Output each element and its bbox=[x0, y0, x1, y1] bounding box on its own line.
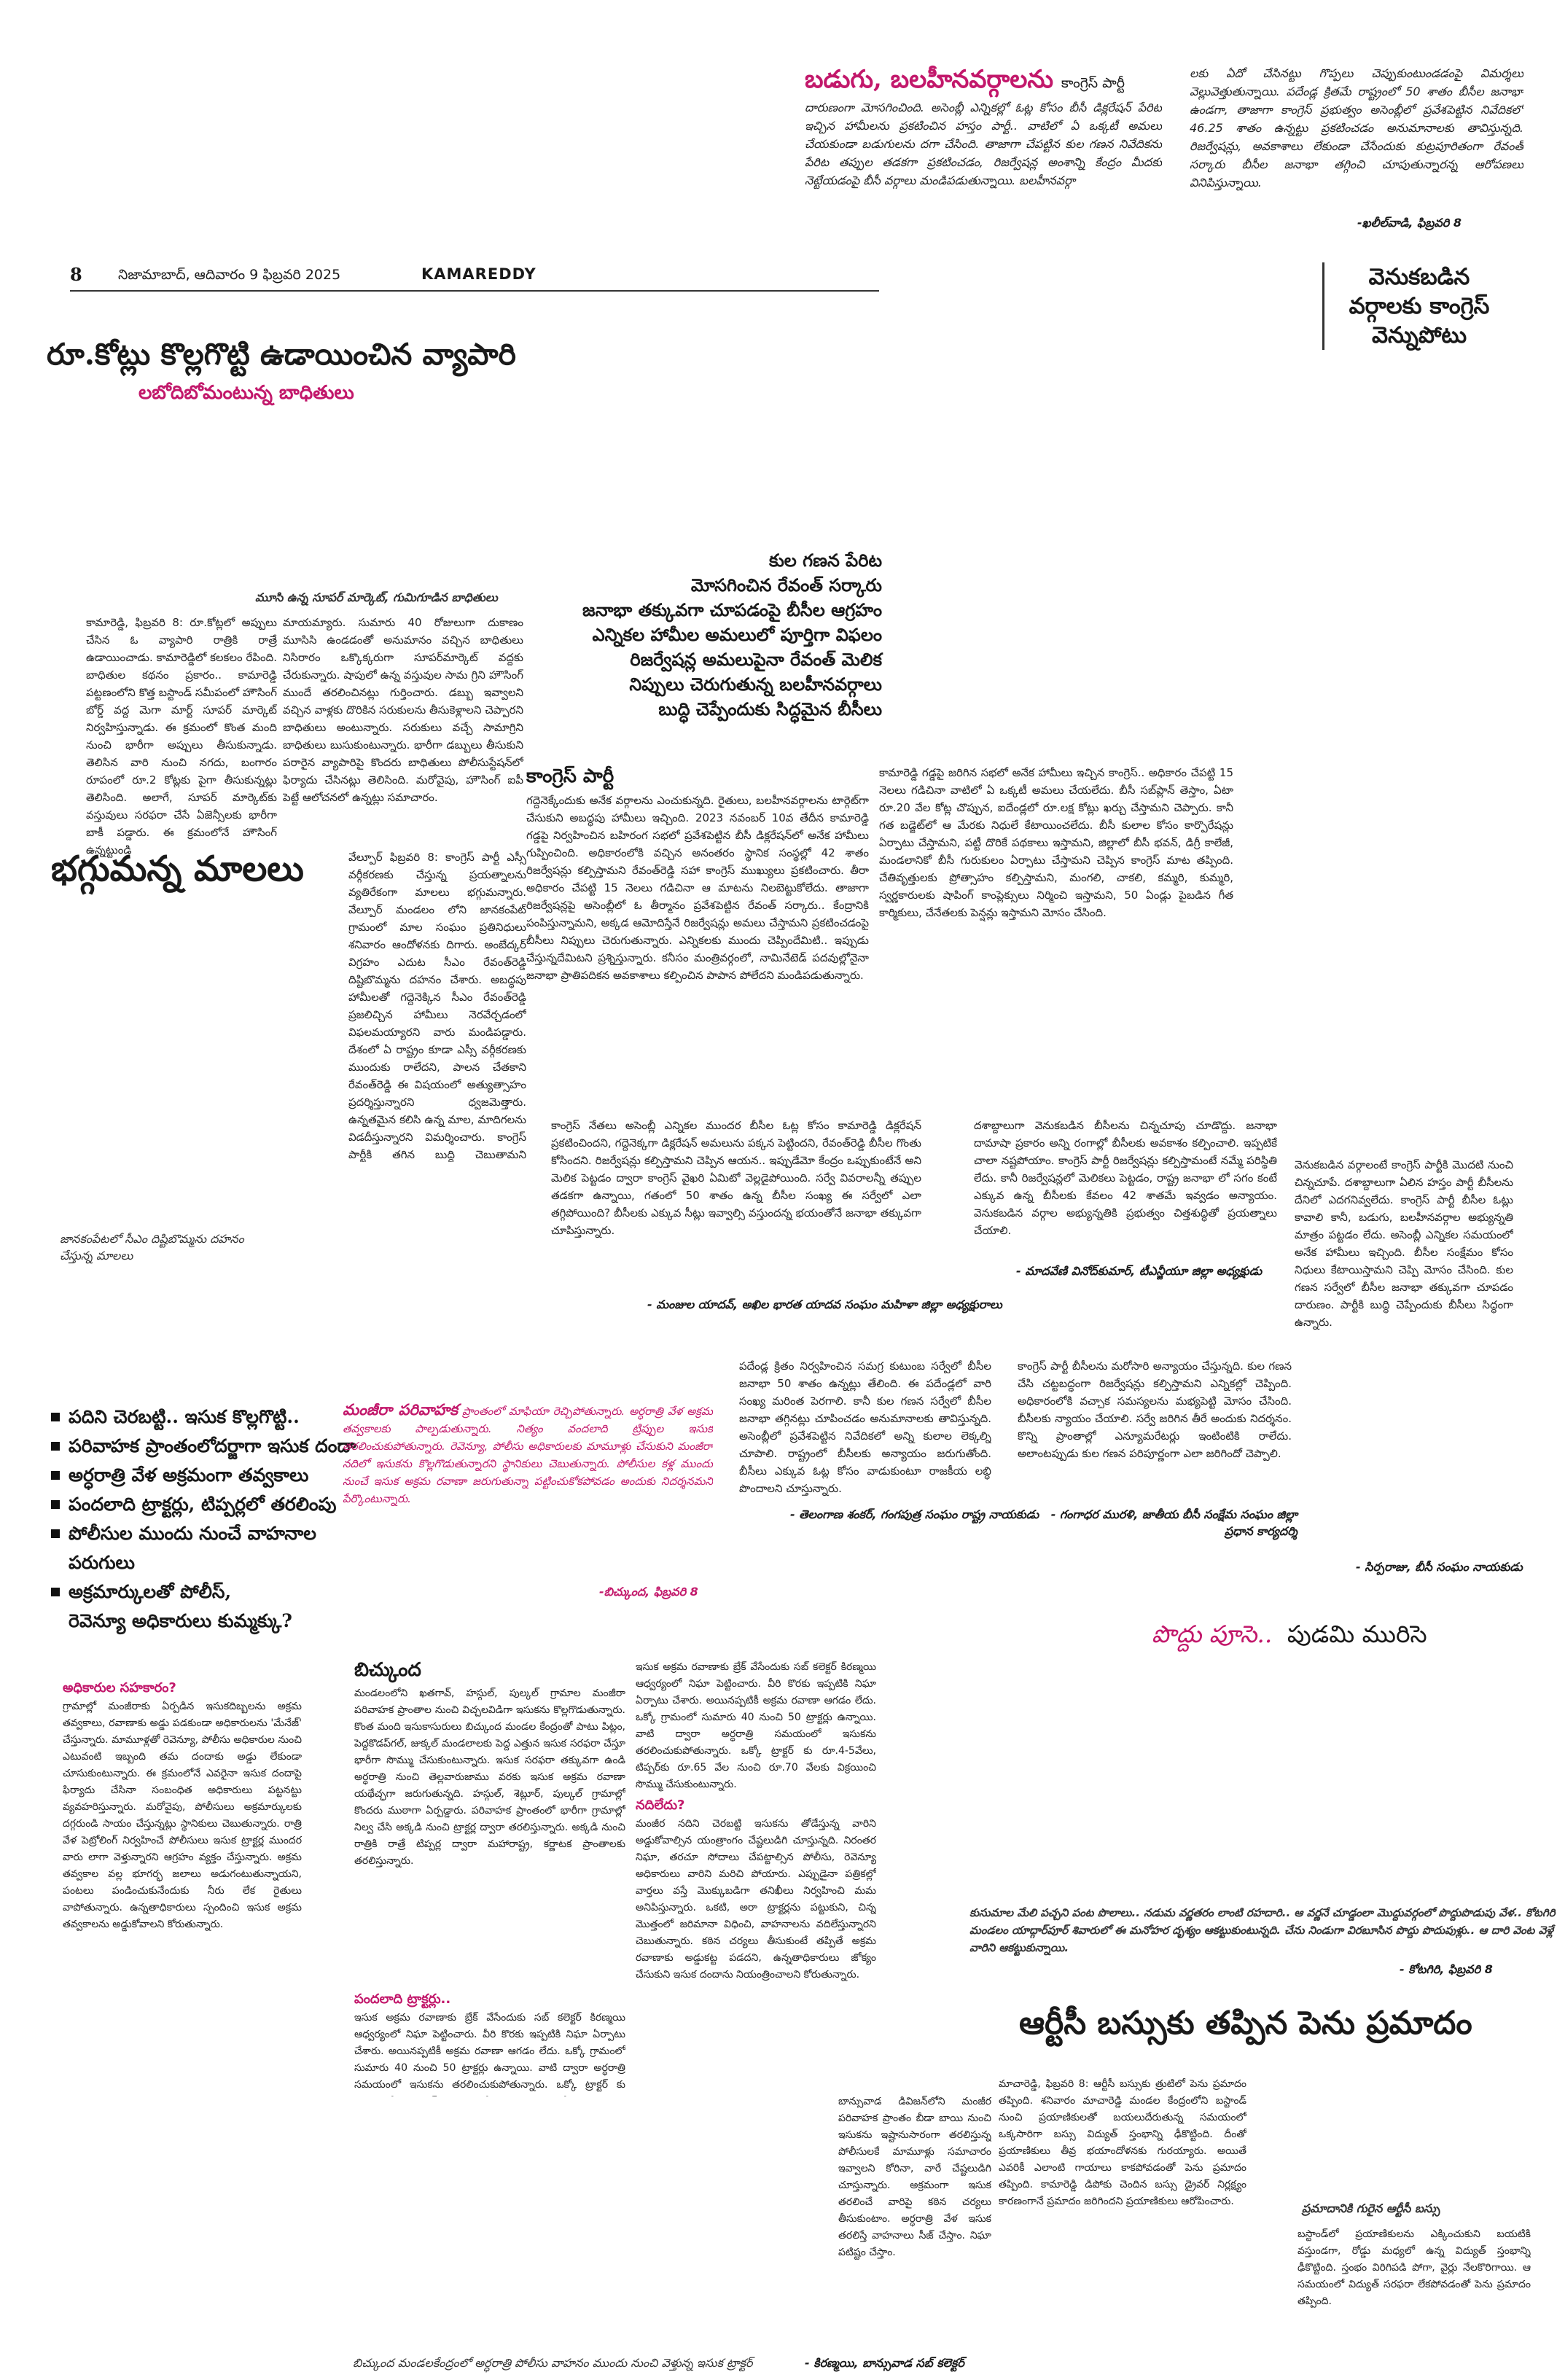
bullet-item: రెవెన్యూ అధికారులు కుమ్మక్కు? bbox=[69, 1610, 292, 1631]
kula-sub-7: బుద్ధి చెప్పేందుకు సిద్ధమైన బీసీలు bbox=[658, 698, 882, 719]
bus-byline: - కిరణ్మయి, బాన్సువాడ సబ్ కలెక్టర్ bbox=[805, 2356, 964, 2370]
quote-1-text: కాంగ్రెస్ నేతలు అసెంబ్లీ ఎన్నికల ముందర బ… bbox=[551, 1119, 921, 1237]
quote-4-text: కాంగ్రెస్ పార్టీ బీసీలను మరోసారి అన్యాయం… bbox=[1018, 1359, 1292, 1460]
sand-callout: మంజీరా పరివాహక ప్రాంతంలో మాఫియా రెచ్చిపో… bbox=[343, 1401, 713, 1583]
bus-headline: ఆర్టీసీ బస్సుకు తప్పిన పెను ప్రమాదం bbox=[1019, 2005, 1472, 2042]
kula-sub-4: ఎన్నికల హామీల అమలులో పూర్తిగా విఫలం bbox=[592, 624, 882, 645]
bus-col-b: బాన్సువాడ డివిజన్‌లోని మంజీర పరివాహక ప్ర… bbox=[838, 2096, 991, 2258]
photo-feature-title-rest: పుడమి మురిసె bbox=[1287, 1620, 1427, 1648]
top-story-col-a: దారుణంగా మోసగించింది. అసెంబ్లీ ఎన్నికల్ల… bbox=[805, 101, 1162, 187]
sand-sub1: అధికారుల సహకారం? గ్రామాల్లో మంజీరాకు ఏర్… bbox=[63, 1680, 302, 2063]
top-story-headline-rest: కాంగ్రెస్ పార్టీ bbox=[1061, 75, 1125, 91]
bullet-square-icon bbox=[51, 1500, 60, 1509]
page-number: 8 bbox=[70, 264, 82, 285]
sand-main-text: మండలంలోని ఖతగావ్, హస్గుల్, పుల్కల్ గ్రామ… bbox=[354, 1688, 625, 1867]
vyapari-headline: రూ.కోట్లు కొల్లగొట్టి ఉడాయించిన వ్యాపారి bbox=[47, 337, 516, 372]
bullet-square-icon bbox=[51, 1413, 60, 1421]
sand-sub1-text: గ్రామాల్లో మంజీరాకు ఏర్పడిన ఇసుకదిబ్బలను… bbox=[63, 1701, 302, 1930]
top-story: బడుగు, బలహీనవర్గాలను కాంగ్రెస్ పార్టీ దా… bbox=[805, 64, 1162, 251]
sand-callout-lead: మంజీరా పరివాహక bbox=[343, 1401, 458, 1419]
sand-sub3-title: నదిలేదు? bbox=[636, 1798, 685, 1813]
congress-col-b: కామారెడ్డి గడ్డపై జరిగిన సభలో అనేక హామీల… bbox=[879, 766, 1233, 919]
kula-sub-6: నిప్పులు చెరుగుతున్న బలహీనవర్గాలు bbox=[629, 674, 882, 695]
photo-feature-caption: కుసుమాల మేలి పచ్చని పంట పొలాలు.. నడుమ వర… bbox=[969, 1906, 1556, 1954]
kula-sub-1: కుల గణన పేరిట bbox=[768, 550, 882, 571]
photo-feature-title-pink: పొద్దు పూసె.. bbox=[1152, 1620, 1273, 1648]
vyapari-photo-caption: మూసి ఉన్న సూపర్ మార్కెట్, గుమిగూడిన బాధి… bbox=[255, 590, 498, 604]
side-heading-line-3: వెన్నుపోటు bbox=[1371, 322, 1467, 348]
malalu-body: వేల్పూర్ ఫిబ్రవరి 8: కాంగ్రెస్ పార్టీ ఎస… bbox=[348, 851, 526, 1161]
bullet-item: పందలాది ట్రాక్టర్లు, టిప్పర్లలో తరలింపు bbox=[51, 1490, 357, 1519]
section-name: KAMAREDDY bbox=[421, 265, 536, 283]
quote-3-text: పదేండ్ల క్రితం నిర్వహించిన సమగ్ర కుటుంబ … bbox=[739, 1359, 991, 1495]
top-story-byline: -ఖలీల్‌వాడి, ఫిబ్రవరి 8 bbox=[1357, 216, 1462, 230]
kula-sub-3: జనాభా తక్కువగా చూపడంపై బీసీల ఆగ్రహం bbox=[582, 599, 882, 620]
bullet-item: అర్ధరాత్రి వేళ అక్రమంగా తవ్వకాలు bbox=[51, 1461, 357, 1490]
quote-5-text: వెనుకబడిన వర్గాలంటే కాంగ్రెస్ పార్టీకి మ… bbox=[1295, 1158, 1513, 1329]
quote-4-byline: - గంగాధర మురళి, జాతీయ బీసీ సంక్షేమ సంఘం … bbox=[1050, 1507, 1298, 1538]
side-heading-line-2: వర్గాలకు కాంగ్రెస్ bbox=[1349, 293, 1490, 319]
vyapari-subheadline: లబోదిబోమంటున్న బాధితులు bbox=[138, 382, 354, 404]
sand-callout-text: ప్రాంతంలో మాఫియా రెచ్చిపోతున్నారు. అర్ధర… bbox=[343, 1405, 713, 1505]
quote-3-byline: - తెలంగాణ శంకర్, గంగపుత్ర సంఘం రాష్ట్ర న… bbox=[790, 1507, 1039, 1521]
kula-ganana-subheads: కుల గణన పేరిట మోసగించిన రేవంత్ సర్కారు జ… bbox=[525, 548, 882, 722]
sand-sub1-title: అధికారుల సహకారం? bbox=[63, 1680, 176, 1696]
kula-sub-5: రిజర్వేషన్ల అమలుపైనా రేవంత్ మెలిక bbox=[630, 649, 882, 670]
congress-lead: కాంగ్రెస్ పార్టీ bbox=[526, 765, 614, 787]
bullet-item: అక్రమార్కులతో పోలీస్, bbox=[51, 1577, 357, 1607]
bus-col-a: మాచారెడ్డి, ఫిబ్రవరి 8: ఆర్టీసీ బస్సుకు … bbox=[999, 2078, 1246, 2207]
sand-col3: ఇసుక అక్రమ రవాణాకు బ్రేక్ వేసేందుకు సబ్ … bbox=[636, 1659, 876, 2111]
header-rule bbox=[70, 290, 879, 292]
bus-photo-text: బస్టాండ్‌లో ప్రయాణికులను ఎక్కించుకుని బయ… bbox=[1298, 2228, 1531, 2307]
bullet-square-icon bbox=[51, 1588, 60, 1596]
bullet-item: పరివాహక ప్రాంతంలోదర్జాగా ఇసుక దందా bbox=[51, 1432, 357, 1461]
side-heading-line-1: వెనుకబడిన bbox=[1368, 264, 1470, 290]
sand-sub2-text: ఇసుక అక్రమ రవాణాకు బ్రేక్ వేసేందుకు సబ్ … bbox=[354, 2012, 625, 2096]
congress-col-a: గద్దెనెక్కేందుకు అనేక వర్గాలను ఎంచుకున్న… bbox=[526, 794, 869, 982]
sand-main: బిచ్కుంద మండలంలోని ఖతగావ్, హస్గుల్, పుల్… bbox=[354, 1659, 625, 2096]
vyapari-col-a: కామారెడ్డి, ఫిబ్రవరి 8: రూ.కోట్లలో అప్పు… bbox=[86, 616, 277, 857]
bus-photo-caption: ప్రమాదానికి గురైన ఆర్టీసీ బస్సు bbox=[1302, 2201, 1440, 2215]
photo-feature-byline: - కోటగిరి, ఫిబ్రవరి 8 bbox=[1400, 1962, 1493, 1976]
congress-col-a-wrap: కాంగ్రెస్ పార్టీ గద్దెనెక్కేందుకు అనేక వ… bbox=[526, 765, 869, 1086]
quote-5-byline: - సిర్పరాజు, బీసీ సంఘం నాయకుడు bbox=[1356, 1560, 1523, 1574]
bullet-item: పదిని చెరబట్టి.. ఇసుక కొల్లగొట్టి.. bbox=[51, 1402, 357, 1432]
sand-photo-caption: బిచ్కుంద మండలకేంద్రంలో అర్ధరాత్రి పోలీసు… bbox=[353, 2356, 753, 2370]
kula-sub-2: మోసగించిన రేవంత్ సర్కారు bbox=[690, 574, 882, 596]
bullet-square-icon bbox=[51, 1529, 60, 1538]
dateline: నిజామాబాద్, ఆదివారం 9 ఫిబ్రవరి 2025 bbox=[118, 267, 341, 283]
bullet-item: పోలీసుల ముందు నుంచే వాహనాల పరుగులు bbox=[51, 1519, 357, 1577]
malalu-photo-caption: జానకంపేటలో సీఎం దిష్టిబొమ్మను దహనం చేస్త… bbox=[60, 1232, 244, 1263]
sand-callout-byline: -బిచ్కుంద, ఫిబ్రవరి 8 bbox=[599, 1585, 698, 1599]
photo-feature-title: పొద్దు పూసె.. పుడమి మురిసె bbox=[1152, 1620, 1427, 1654]
malalu-headline: భగ్గుమన్న మాలలు bbox=[51, 848, 304, 889]
vyapari-col-b: మాయమ్యారు. సుమారు 40 రోజులుగా దుకాణం మూస… bbox=[283, 616, 523, 804]
sand-main-lead: బిచ్కుంద bbox=[354, 1659, 421, 1681]
side-heading: వెనుకబడిన వర్గాలకు కాంగ్రెస్ వెన్నుపోటు bbox=[1322, 262, 1507, 350]
sand-sub2-cont: ఇసుక అక్రమ రవాణాకు బ్రేక్ వేసేందుకు సబ్ … bbox=[636, 1661, 876, 1790]
bullet-square-icon bbox=[51, 1471, 60, 1480]
top-story-headline-pink: బడుగు, బలహీనవర్గాలను bbox=[805, 65, 1053, 94]
sand-sub3-text: మంజీర నదిని చెరబట్టి ఇసుకను తోడేస్తున్న … bbox=[636, 1818, 876, 1981]
sand-sub2-title: పందలాది ట్రాక్టర్లు.. bbox=[354, 1991, 451, 2007]
top-story-col-b: లకు ఏదో చేసినట్టు గొప్పలు చెప్పుకుంటుండడ… bbox=[1190, 66, 1523, 190]
quote-2-text: దశాబ్దాలుగా వెనుకబడిన బీసీలను చిన్నచూపు … bbox=[974, 1119, 1277, 1237]
quote-1-byline: - మంజుల యాదవ్, అఖిల భారత యాదవ సంఘం మహిళా… bbox=[647, 1298, 1002, 1311]
bullet-square-icon bbox=[51, 1442, 60, 1451]
sand-bullets: పదిని చెరబట్టి.. ఇసుక కొల్లగొట్టి.. పరివ… bbox=[51, 1402, 357, 1636]
quote-2-byline: - మాదవేణి వినోద్‌కుమార్, టీఎన్జీయూ జిల్ల… bbox=[1016, 1264, 1263, 1278]
